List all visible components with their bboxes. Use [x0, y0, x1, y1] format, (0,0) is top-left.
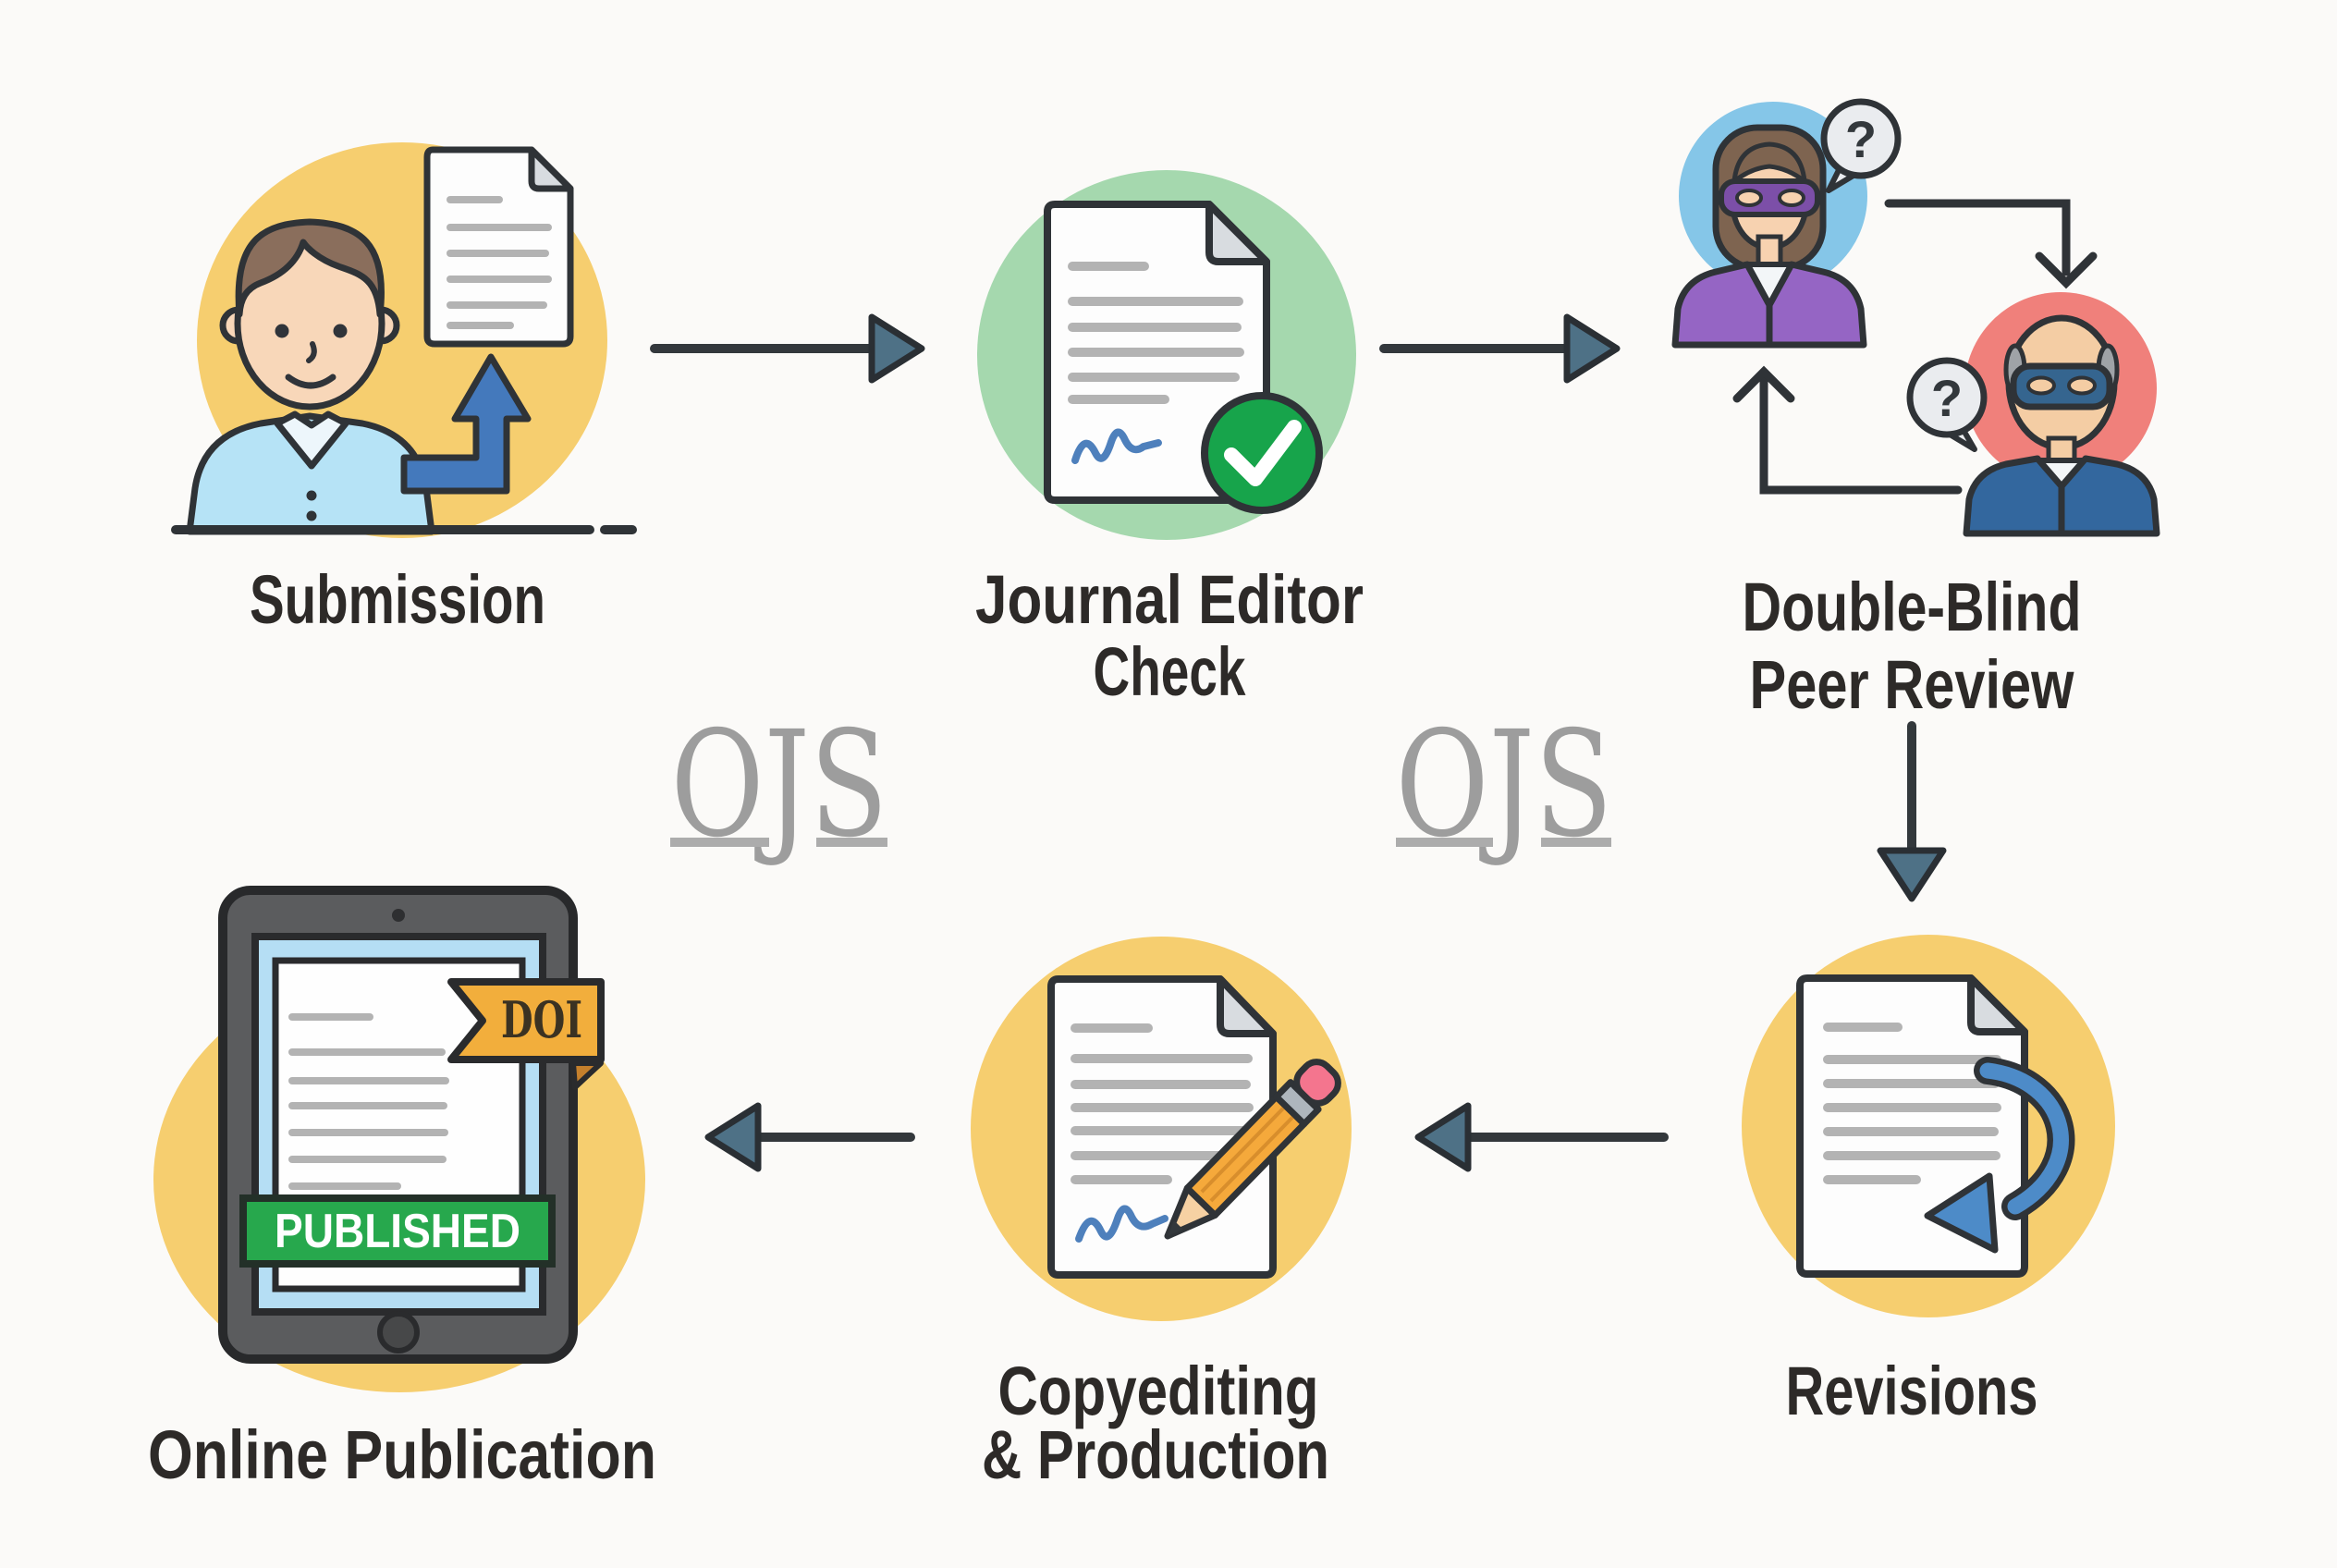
flow-arrow-editor-to-review [1379, 313, 1621, 384]
watermark-underline [670, 838, 769, 847]
chevron-up-icon [1732, 365, 1795, 403]
eye [333, 324, 348, 338]
arrowhead-icon [1877, 847, 1947, 902]
ribbon [447, 978, 605, 1063]
stage-revisions: Revisions [1742, 935, 2115, 1429]
reviewer1-avatar [1671, 102, 1867, 349]
revised-document-icon [1796, 974, 2075, 1278]
stage-copyediting: Copyediting & Production [971, 937, 1352, 1493]
stage-label-online-publication: Online Publication [148, 1416, 656, 1493]
check-icon [1224, 420, 1302, 486]
arrowhead-icon [1563, 313, 1621, 384]
approved-document-icon [1044, 201, 1323, 514]
question-mark: ? [1931, 369, 1963, 427]
pencil-ridge [1200, 1106, 1286, 1194]
edited-document-icon [1047, 975, 1341, 1279]
stage-online-publication: DOI PUBLISHED Online Publication [148, 886, 656, 1493]
blazer-right [1766, 261, 1867, 349]
flow-arrow-review-to-revisions [1877, 721, 1947, 902]
arrow-reviewer2-to-reviewer1 [1759, 374, 1963, 495]
question-mark: ? [1845, 110, 1877, 168]
blazer-left [1671, 261, 1773, 349]
reviewer2-avatar [1963, 292, 2160, 537]
article-text-lines [288, 1013, 449, 1190]
document-text-lines [447, 196, 552, 329]
watermark-underline [1396, 838, 1493, 847]
doi-ribbon-badge: DOI [447, 978, 605, 1090]
stage-editor-check: Journal Editor Check [975, 170, 1364, 710]
smile [285, 374, 336, 389]
manuscript-icon [423, 146, 574, 348]
document-fold-corner [1967, 974, 2028, 1035]
pencil-icon [1164, 1059, 1341, 1240]
stage-label-editor-line2: Check [1094, 633, 1247, 710]
nose [306, 341, 317, 363]
stage-label-review-line1: Double-Blind [1743, 569, 2082, 645]
hair [235, 218, 385, 318]
chevron-down-icon [2035, 251, 2098, 289]
document-text-lines [1068, 262, 1244, 404]
sweater-left [1963, 455, 2065, 537]
author-avatar [186, 218, 435, 535]
stage-label-submission: Submission [250, 561, 545, 638]
watermark-underline [1541, 838, 1611, 847]
pencil-ridge [1209, 1114, 1295, 1203]
revision-loop-arrow-icon [1924, 1057, 2075, 1254]
shirt-collar [274, 410, 349, 470]
flow-arrow-submission-to-editor [650, 313, 925, 384]
stage-label-copyediting-line1: Copyediting [998, 1353, 1319, 1429]
flow-arrow-copyediting-to-publication [704, 1102, 915, 1172]
bubble [1906, 357, 1988, 438]
tablet-home-button [377, 1311, 420, 1354]
document-fold-corner [1217, 975, 1277, 1037]
published-banner: PUBLISHED [239, 1194, 556, 1268]
shirt-button [306, 510, 317, 521]
stage-submission: Submission [171, 142, 637, 638]
banner [239, 1194, 556, 1268]
mask-eye-hole [2026, 375, 2056, 396]
reviewer1-question-bubble: ? [1820, 98, 1902, 193]
stage-label-review-line2: Peer Review [1750, 646, 2074, 723]
document-text-lines [1823, 1023, 2001, 1184]
mask-eye-hole [1735, 189, 1763, 207]
upload-arrow-icon [400, 353, 532, 495]
stage-label-revisions: Revisions [1786, 1353, 2038, 1429]
tablet-icon [218, 886, 578, 1364]
pencil-lead [1168, 1219, 1183, 1236]
arrowhead-icon [704, 1102, 762, 1172]
review-exchange-arrows [1732, 199, 2098, 495]
document-fold-corner [1205, 201, 1270, 265]
doi-badge-text: DOI [501, 990, 582, 1049]
stage-peer-review: ? ? Double-Blind [1671, 98, 2160, 723]
arrowhead-icon [1414, 1102, 1472, 1172]
signature-scribble [1075, 1205, 1168, 1243]
signature-scribble [1071, 428, 1162, 464]
mask-eye-hole [1778, 189, 1805, 207]
ojs-watermark-right: OJS [1396, 700, 1613, 870]
ojs-watermark-left: OJS [670, 700, 888, 870]
reviewer2-question-bubble: ? [1906, 357, 1988, 452]
eye [275, 324, 289, 338]
flow-arrow-revisions-to-copyediting [1414, 1102, 1669, 1172]
approved-check-circle [1201, 392, 1323, 514]
bubble [1820, 98, 1902, 179]
sweater-right [2058, 455, 2160, 537]
arrow-reviewer1-to-reviewer2 [1884, 199, 2071, 276]
stage-label-editor-line1: Journal Editor [975, 561, 1364, 638]
stage-label-copyediting-line2: & Production [982, 1416, 1329, 1493]
arrowhead-icon [868, 313, 925, 384]
tablet-camera [392, 909, 405, 922]
document-fold-corner [528, 146, 574, 192]
published-badge-text: PUBLISHED [275, 1205, 520, 1258]
watermark-underline [816, 838, 887, 847]
mask-eye-hole [2067, 375, 2097, 396]
shirt-button [306, 490, 317, 501]
pencil-eraser [1293, 1059, 1341, 1107]
